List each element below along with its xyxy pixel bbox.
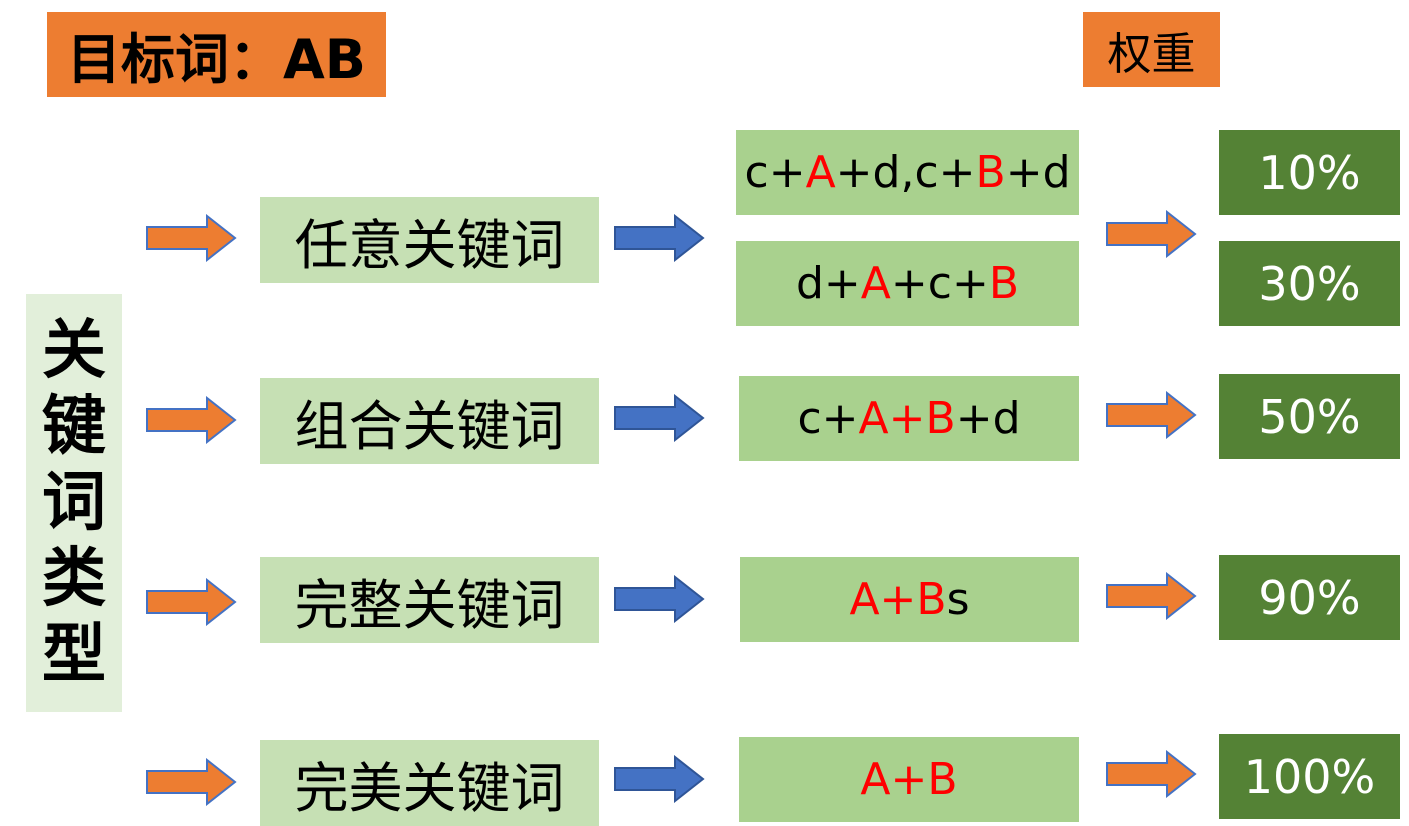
formula-part-highlight: A+B xyxy=(860,754,958,805)
blue-arrow-icon xyxy=(612,214,706,262)
orange-arrow-icon xyxy=(144,214,238,262)
formula-part-highlight: B xyxy=(975,147,1006,198)
formula-part: +d,c+ xyxy=(835,147,976,198)
formula-part-highlight: A+B xyxy=(858,393,956,444)
keyword-type-perfect: 完美关键词 xyxy=(260,740,599,826)
side-char: 键 xyxy=(42,390,106,464)
orange-arrow-icon xyxy=(144,758,238,806)
formula-box: A+B xyxy=(739,737,1079,822)
weight-box: 30% xyxy=(1219,241,1400,326)
weight-header: 权重 xyxy=(1083,12,1220,87)
keyword-type-any: 任意关键词 xyxy=(260,197,599,283)
weight-box: 90% xyxy=(1219,555,1400,640)
formula-box: c+A+B+d xyxy=(739,376,1079,461)
formula-part: +d xyxy=(955,393,1021,444)
formula-part-highlight: A+B xyxy=(849,574,947,625)
target-word-title: 目标词：AB xyxy=(47,12,386,97)
side-char: 类 xyxy=(42,542,106,616)
formula-box: d+A+c+B xyxy=(736,241,1079,326)
orange-arrow-icon xyxy=(1104,572,1198,620)
side-char: 关 xyxy=(42,314,106,388)
formula-box: c+A+d,c+B+d xyxy=(736,130,1079,215)
orange-arrow-icon xyxy=(1104,210,1198,258)
formula-part: c+ xyxy=(744,147,806,198)
formula-part: s xyxy=(946,574,970,625)
formula-part-highlight: A xyxy=(860,258,891,309)
formula-part-highlight: B xyxy=(988,258,1020,309)
formula-part: +c+ xyxy=(890,258,989,309)
orange-arrow-icon xyxy=(1104,750,1198,798)
orange-arrow-icon xyxy=(144,578,238,626)
orange-arrow-icon xyxy=(1104,391,1198,439)
formula-part-highlight: A xyxy=(805,147,836,198)
keyword-type-label: 关 键 词 类 型 xyxy=(26,294,122,712)
blue-arrow-icon xyxy=(612,755,706,803)
side-char: 型 xyxy=(42,618,106,692)
blue-arrow-icon xyxy=(612,575,706,623)
weight-box: 100% xyxy=(1219,734,1400,819)
orange-arrow-icon xyxy=(144,396,238,444)
keyword-type-combination: 组合关键词 xyxy=(260,378,599,464)
weight-box: 50% xyxy=(1219,374,1400,459)
formula-part: c+ xyxy=(797,393,859,444)
weight-box: 10% xyxy=(1219,130,1400,215)
side-char: 词 xyxy=(42,466,106,540)
keyword-type-complete: 完整关键词 xyxy=(260,557,599,643)
formula-part: +d xyxy=(1005,147,1071,198)
formula-part: d+ xyxy=(795,258,861,309)
blue-arrow-icon xyxy=(612,394,706,442)
